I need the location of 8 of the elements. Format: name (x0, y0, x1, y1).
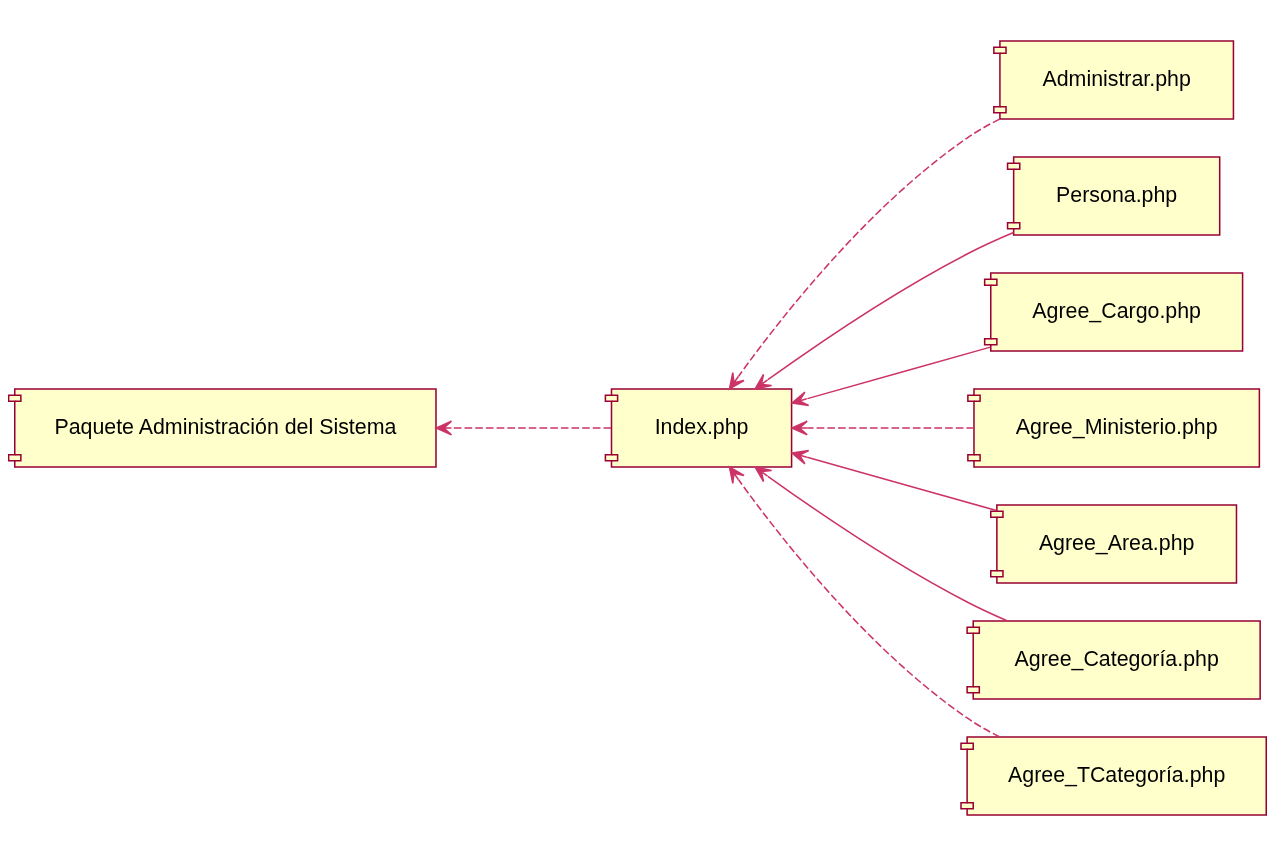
arrow (791, 420, 975, 436)
arrow (754, 231, 1015, 390)
arrow (791, 346, 992, 407)
arrow (435, 420, 612, 436)
arrow (791, 449, 998, 512)
arrow (754, 466, 1009, 622)
arrow (728, 118, 1001, 390)
arrow (728, 466, 1001, 738)
